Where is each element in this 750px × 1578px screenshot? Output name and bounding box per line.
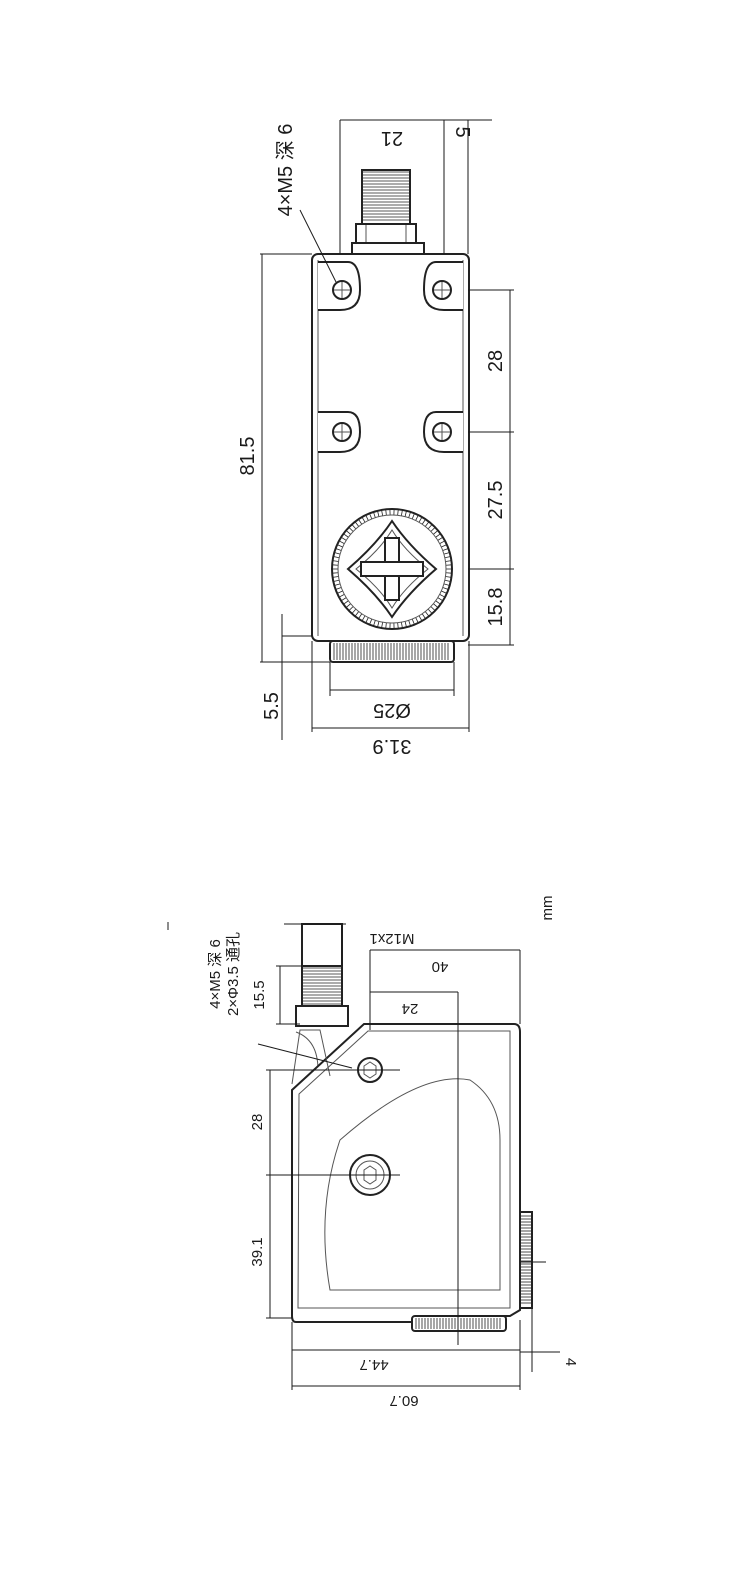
front-dim-5-5: 5.5	[261, 692, 283, 720]
side-hole-callout: 4×M5 深 6	[207, 939, 224, 1009]
front-connector	[351, 169, 425, 255]
front-dim-21: 21	[381, 127, 403, 149]
front-dim-28: 28	[485, 350, 507, 372]
side-dim-39-1: 39.1	[249, 1237, 266, 1266]
side-through-callout: 2×Φ3.5 通孔	[225, 932, 242, 1016]
side-dial	[411, 1315, 507, 1332]
front-dim-dia25: Ø25	[373, 699, 411, 721]
side-view: mm M12x1 40 24 4×M5 深 6 2×Φ3.5 通孔 15.5 2…	[167, 896, 579, 1409]
front-dim-15-8: 15.8	[485, 588, 507, 627]
side-dim-40: 40	[432, 958, 449, 975]
side-dim-44-7: 44.7	[359, 1356, 388, 1373]
front-view: 21 5 4×M5 深 6 81.5 28 27.5 15.8 5.5 Ø25 …	[237, 119, 514, 757]
side-dim-24: 24	[402, 1000, 419, 1017]
units-label: mm	[539, 896, 556, 921]
front-dim-5: 5	[451, 126, 473, 137]
side-dim-15-5: 15.5	[251, 980, 268, 1009]
side-body	[291, 1023, 521, 1323]
side-dim-28: 28	[249, 1114, 266, 1131]
side-thread-label: M12x1	[369, 930, 414, 947]
front-hole-callout: 4×M5 深 6	[274, 124, 297, 217]
front-dim-31-9: 31.9	[373, 735, 412, 757]
side-knob	[519, 1211, 533, 1309]
front-dim-27-5: 27.5	[485, 481, 507, 520]
front-dimension-lines	[260, 119, 514, 740]
side-dim-4: 4	[562, 1358, 579, 1366]
side-dim-60-7: 60.7	[389, 1392, 418, 1409]
front-knob	[331, 508, 453, 630]
front-dim-81-5: 81.5	[237, 437, 259, 476]
front-mounting-holes	[318, 261, 463, 453]
front-dial	[329, 640, 455, 663]
side-dimension-lines	[167, 922, 560, 1390]
side-connector	[295, 923, 349, 1071]
